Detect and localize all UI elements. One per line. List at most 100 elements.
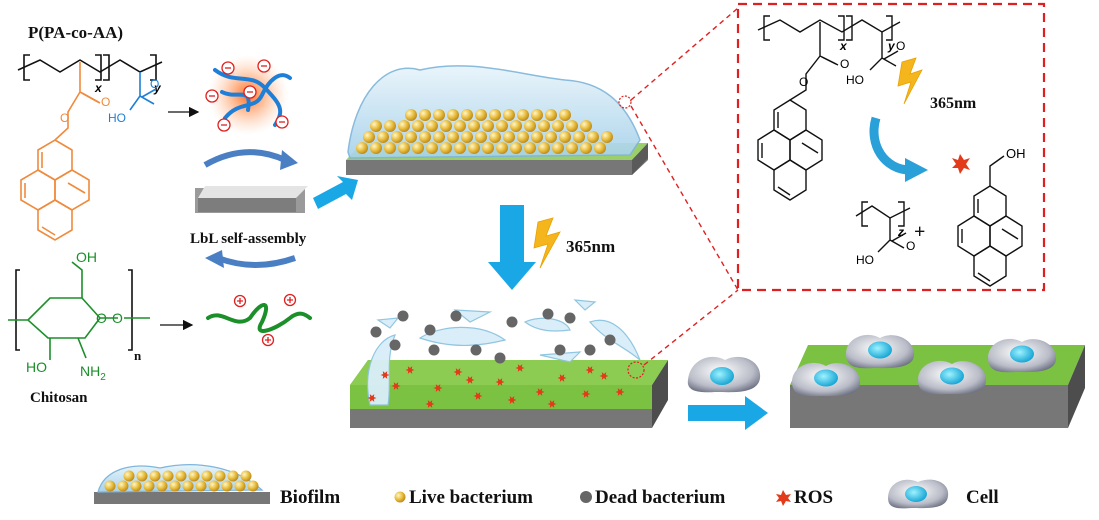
pyrene-rings-orange (20, 139, 90, 241)
dead-bacterium (470, 344, 482, 356)
ros-mark (507, 396, 517, 404)
biofilm-panel (346, 65, 648, 175)
adhered-cell (988, 338, 1057, 373)
dead-bacterium (604, 334, 616, 346)
ros-mark (585, 366, 595, 374)
live-bacterium (468, 142, 480, 154)
live-bacterium (594, 142, 606, 154)
inset-ros-star (952, 154, 970, 174)
live-bacterium (461, 109, 473, 121)
ros-mark (515, 364, 525, 372)
live-bacterium (538, 120, 550, 132)
ros-mark (547, 400, 557, 408)
ros-mark (615, 388, 625, 396)
inset-o-ester: O (799, 75, 808, 89)
live-bacterium (545, 109, 557, 121)
live-bacterium (552, 120, 564, 132)
legend: Biofilm Live bacterium Dead bacterium RO… (94, 464, 999, 509)
legend-dead-label: Dead bacterium (595, 487, 726, 508)
inset-o-prod: O (906, 239, 915, 253)
live-bacterium (419, 109, 431, 121)
live-bacterium (496, 120, 508, 132)
live-bacterium (531, 109, 543, 121)
chitosan-oh: OH (76, 249, 97, 265)
polymer-papaa-y: y (153, 81, 162, 95)
inset-light-label: 365nm (930, 95, 977, 112)
biofilm-fragments (367, 299, 641, 406)
arrow-down (488, 205, 536, 290)
legend-biofilm-swatch (94, 464, 270, 504)
legend-cell-swatch (888, 479, 949, 509)
live-bacterium (503, 131, 515, 143)
inset-lightning-icon (897, 57, 923, 105)
live-bacterium (447, 109, 459, 121)
ros-mark (581, 390, 591, 398)
live-bacterium (538, 142, 550, 154)
chitosan-o-bridge: O (96, 310, 107, 326)
inset-ho-acid: HO (846, 73, 864, 87)
dead-bacterium (428, 344, 440, 356)
ros-mark (453, 368, 463, 376)
ros-mark (367, 394, 377, 402)
ros-mark (433, 384, 443, 392)
live-bacterium (433, 109, 445, 121)
adhered-cells (792, 334, 1057, 397)
live-bacterium (370, 120, 382, 132)
live-bacterium (454, 142, 466, 154)
live-bacterium (531, 131, 543, 143)
live-bacterium (426, 142, 438, 154)
chitosan-ho: HO (26, 359, 47, 375)
ros-mark (380, 371, 390, 379)
dead-bacterium (494, 352, 506, 364)
lbl-substrate (195, 186, 308, 213)
ros-mark (425, 400, 435, 408)
live-bacterium (545, 131, 557, 143)
live-bacterium (440, 120, 452, 132)
cell-adhesion-panel (790, 334, 1085, 428)
live-bacterium (475, 131, 487, 143)
live-bacterium (566, 120, 578, 132)
lbl-self-assembly-label: LbL self-assembly (190, 231, 307, 247)
inset-product-pyrenemethanol (957, 155, 1023, 287)
polymer-papaa-o-acid: O (150, 77, 159, 91)
live-bacterium (503, 109, 515, 121)
inset-reaction-arrow (869, 116, 911, 175)
live-bacterium (433, 131, 445, 143)
live-bacterium (398, 142, 410, 154)
live-bacterium (426, 120, 438, 132)
chitosan-name: Chitosan (30, 390, 88, 406)
live-bacterium (517, 131, 529, 143)
arrow-to-cell-panel (688, 396, 768, 430)
polymer-papaa-name: P(PA-co-AA) (28, 23, 123, 42)
live-bacterium (384, 120, 396, 132)
degradation-panel (350, 299, 668, 428)
live-bacterium (412, 142, 424, 154)
live-bacterium (356, 142, 368, 154)
dead-bacterium (584, 344, 596, 356)
chitosan-nh2: NH2 (80, 363, 106, 383)
ros-mark (495, 378, 505, 386)
zoom-circle-top (618, 95, 632, 109)
legend-cell-label: Cell (966, 487, 999, 508)
live-bacterium (384, 142, 396, 154)
live-bacterium (559, 131, 571, 143)
live-bacterium (559, 109, 571, 121)
curve-arrow-bottom (216, 255, 296, 268)
live-bacteria-cluster (356, 109, 613, 154)
live-bacterium (489, 131, 501, 143)
live-bacterium (447, 131, 459, 143)
inset-ho-prod: HO (856, 253, 874, 267)
live-bacterium (552, 142, 564, 154)
live-bacterium (580, 120, 592, 132)
dead-bacterium (450, 310, 462, 322)
ros-mark (391, 382, 401, 390)
uv-irradiation-step: 365nm (488, 205, 615, 290)
adhered-cell (792, 362, 861, 397)
ros-mark (599, 372, 609, 380)
inset-o-carbonyl: O (840, 57, 849, 71)
live-bacterium (377, 131, 389, 143)
legend-live-label: Live bacterium (409, 487, 533, 508)
inset-z: z (897, 225, 904, 239)
legend-dead-swatch (580, 491, 592, 503)
live-bacterium (566, 142, 578, 154)
